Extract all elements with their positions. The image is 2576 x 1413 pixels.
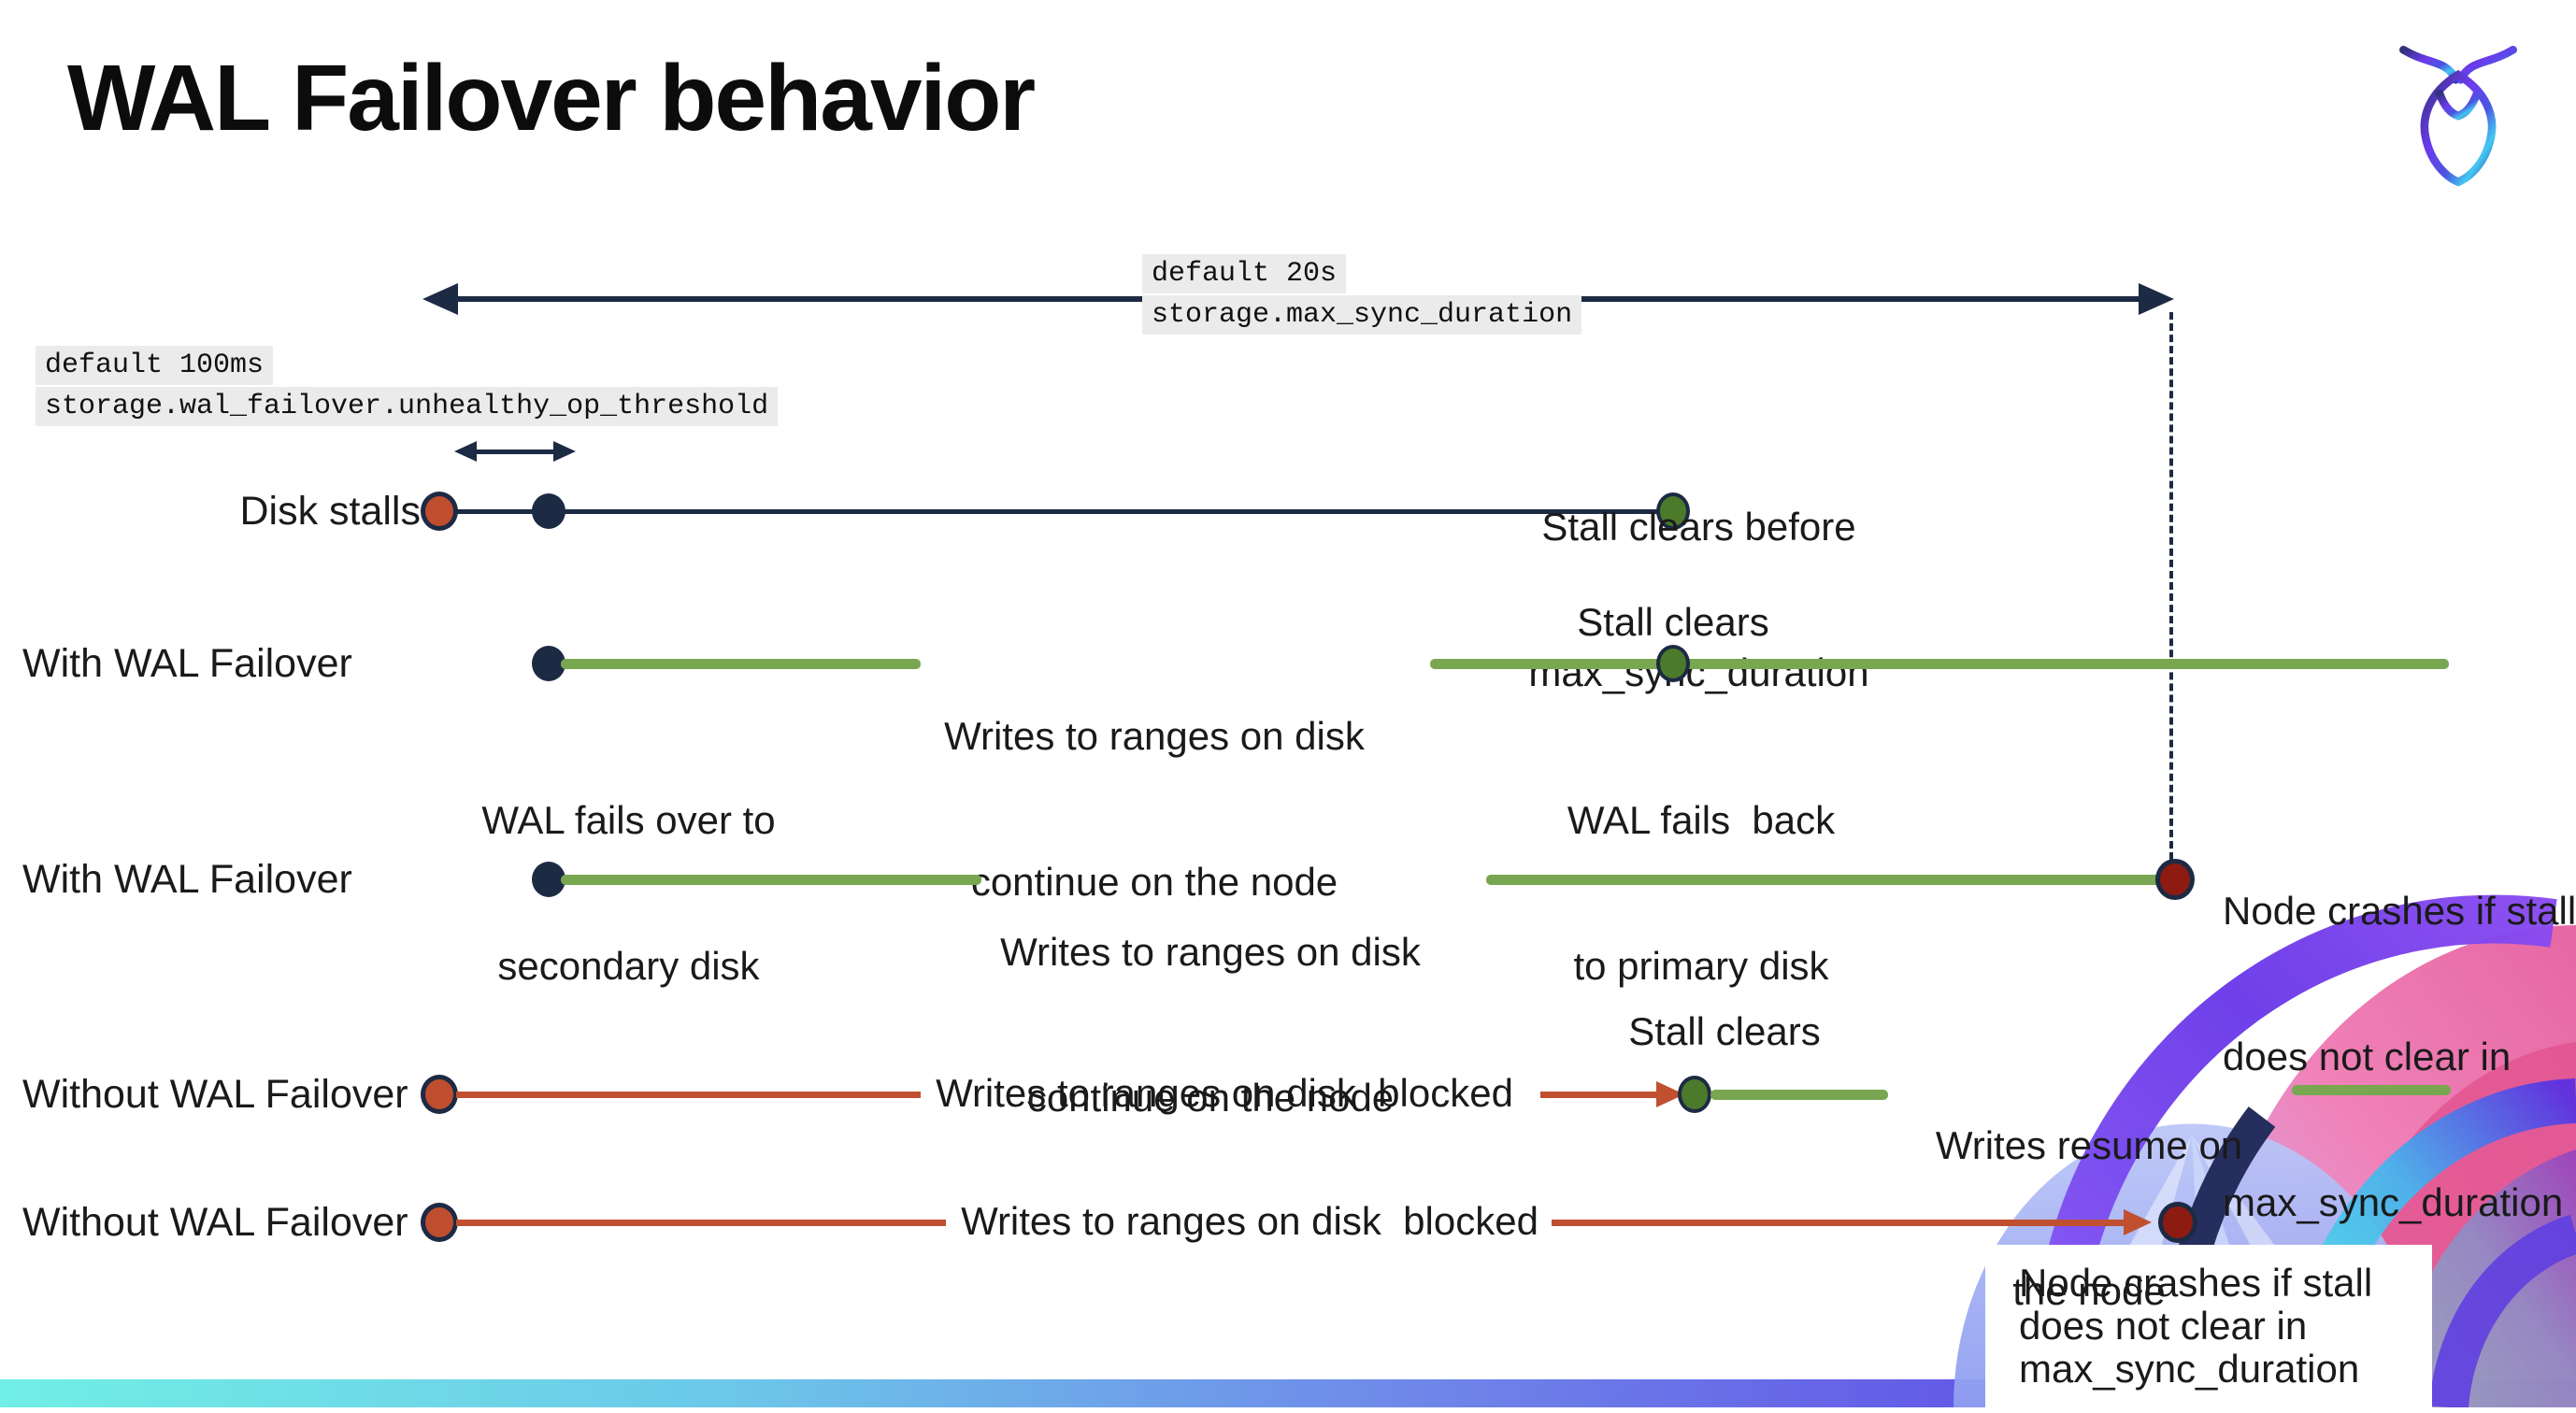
row-label-without-wal-failover-2: Without WAL Failover [22,1200,408,1245]
annotation-writes-blocked-2: Writes to ranges on disk blocked [961,1199,1538,1243]
row2-green-line-a [561,659,921,669]
row2-failover-dot [532,646,565,681]
row4-green-line-right [2292,1085,2451,1095]
annotation-stall-clears-row2: Stall clears [1577,600,1769,644]
row5-red-arrow-head [2124,1209,2152,1235]
annotation-wal-fails-over: WAL fails over to secondary disk [481,798,776,988]
row3-green-line-a [561,875,981,885]
row-label-without-wal-failover-1: Without WAL Failover [22,1072,408,1117]
row4-green-line [1710,1090,1888,1100]
setting-max-sync-default: default 20s [1142,254,1347,293]
duration-arrow-right-head [2139,283,2174,315]
setting-threshold-name: storage.wal_failover.unhealthy_op_thresh… [36,387,779,426]
row1-stall-start-dot [421,492,458,531]
annotation-stall-clears-row4: Stall clears [1628,1009,1821,1053]
threshold-arrow-left-head [454,441,477,462]
row1-threshold-dot [532,493,565,529]
row4-red-line-b [1540,1092,1662,1098]
annotation-writes-continue-2: Writes to ranges on disk continue on the… [1000,930,1421,1120]
row1-stall-clear-dot [1656,492,1690,530]
node-crash-callout-line1: Node crashes if stall [2019,1261,2373,1305]
page-title: WAL Failover behavior [67,46,1036,150]
annotation-wal-fails-back: WAL fails back to primary disk [1567,798,1836,988]
threshold-arrow-right-head [553,441,576,462]
row3-green-line-b [1486,875,2164,885]
row3-failover-dot [532,862,565,897]
row-label-disk-stalls: Disk stalls [239,489,421,534]
row-label-with-wal-failover-2: With WAL Failover [22,857,352,902]
node-crash-callout-box: Node crashes if stall does not clear in … [1985,1245,2432,1407]
row-label-with-wal-failover-1: With WAL Failover [22,641,352,686]
row5-stall-start-dot [421,1203,458,1242]
annotation-writes-blocked-1: Writes to ranges on disk blocked [936,1071,1513,1115]
row4-stall-start-dot [421,1075,458,1114]
row2-stall-clear-dot [1656,645,1690,682]
timeline-row1-line [439,509,1673,514]
dashed-deadline-line [2169,312,2173,860]
cockroach-logo-icon [2399,45,2518,187]
row4-stall-clear-dot [1678,1076,1711,1113]
row2-green-line-b [1430,659,2449,669]
setting-max-sync-name: storage.max_sync_duration [1142,295,1582,335]
annotation-writes-resume: Writes resume on the node [1935,1123,2243,1313]
row5-red-line-a [456,1220,946,1226]
row3-crash-dot [2155,859,2195,900]
setting-threshold-default: default 100ms [36,346,274,385]
node-crash-callout-line3: max_sync_duration [2019,1347,2360,1391]
annotation-stall-clears-before: Stall clears before max_sync_duration [1528,505,1869,694]
node-crash-callout-line2: does not clear in [2019,1304,2308,1348]
annotation-node-crashes-row3: Node crashes if stall does not clear in … [2223,889,2576,1224]
annotation-writes-continue-1: Writes to ranges on disk continue on the… [944,714,1365,904]
row5-red-line-b [1552,1220,2126,1226]
row5-crash-dot [2158,1202,2197,1243]
threshold-arrow-100ms [473,450,555,454]
row4-red-line-a [456,1092,921,1098]
